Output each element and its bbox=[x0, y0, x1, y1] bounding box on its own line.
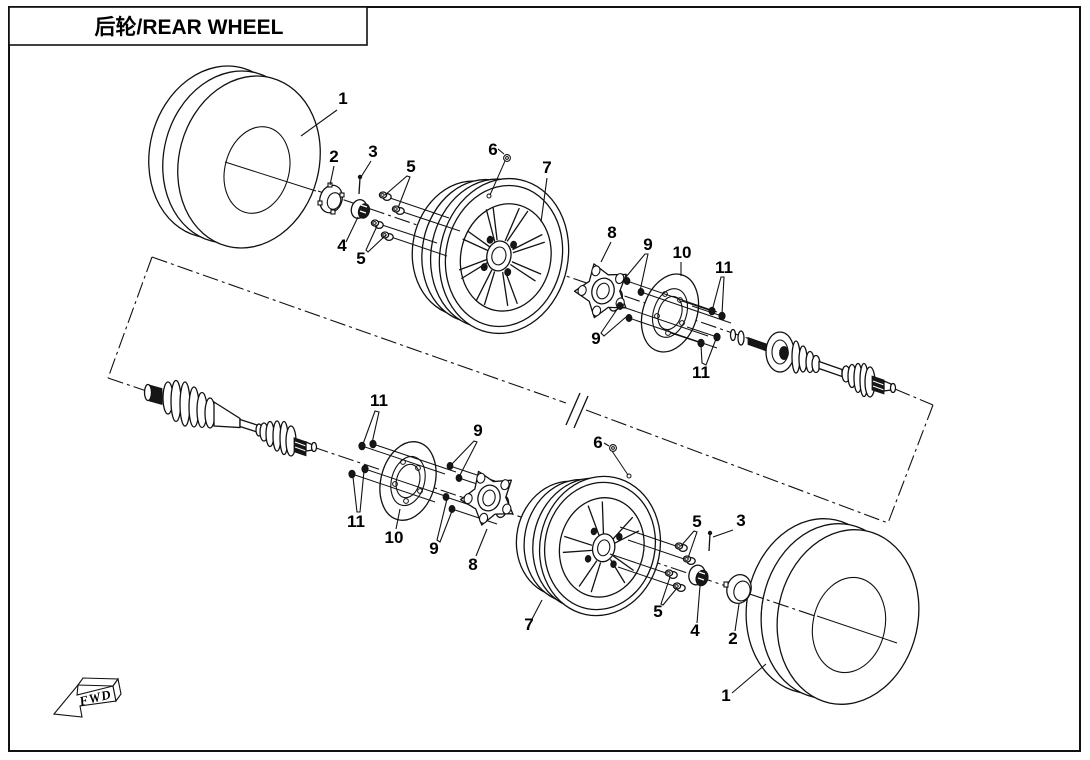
callout-carrier-top: 8 bbox=[607, 223, 616, 242]
lug-nut-guide-lines-top bbox=[381, 197, 461, 257]
hub-cap-top bbox=[317, 182, 345, 215]
circlip bbox=[729, 328, 737, 342]
callout-studs-top-a: 9 bbox=[643, 235, 652, 254]
callout-rim-top: 7 bbox=[542, 158, 551, 177]
lug-nut-guide-lines-bottom bbox=[609, 526, 685, 587]
disc-bolts-bottom bbox=[348, 439, 457, 503]
lug-nuts-top bbox=[370, 191, 405, 242]
callout-hub-cap-bottom: 2 bbox=[728, 629, 737, 648]
wheel-spokes-bottom bbox=[562, 501, 640, 593]
castle-nut-top bbox=[350, 199, 371, 219]
callout-lug-nuts-bottom-a: 5 bbox=[692, 512, 701, 531]
reference-frame bbox=[107, 256, 934, 524]
castle-nut-bottom bbox=[688, 564, 709, 587]
callout-cotter-pin-bottom: 3 bbox=[736, 511, 745, 530]
callout-lug-nuts-top-b: 5 bbox=[356, 249, 365, 268]
lug-nuts-bottom bbox=[664, 542, 696, 593]
fwd-arrow: FWD bbox=[52, 677, 122, 718]
cotter-pin-top bbox=[357, 174, 363, 195]
callout-bolts-bottom-b: 11 bbox=[347, 512, 365, 531]
break-mark-2 bbox=[573, 395, 589, 429]
callout-tire-bottom: 1 bbox=[721, 686, 730, 705]
leader-lines bbox=[300, 109, 767, 694]
hub-carrier-top bbox=[573, 263, 627, 319]
brake-disc-top bbox=[640, 273, 700, 353]
break-mark-1 bbox=[565, 392, 581, 426]
page-border bbox=[8, 6, 1081, 752]
callout-lug-nuts-top-a: 5 bbox=[406, 157, 415, 176]
callout-valve-bottom: 6 bbox=[593, 433, 602, 452]
callout-studs-bottom-a: 9 bbox=[473, 421, 482, 440]
callout-hub-cap-top: 2 bbox=[329, 147, 338, 166]
washer bbox=[737, 330, 745, 346]
callout-bolts-bottom-a: 11 bbox=[370, 391, 388, 410]
fwd-label: FWD bbox=[77, 686, 113, 709]
callout-tire-top: 1 bbox=[338, 89, 347, 108]
cotter-pin-bottom bbox=[707, 530, 713, 552]
callout-rim-bottom: 7 bbox=[524, 615, 533, 634]
callouts-top-group: 1 2 3 5 6 7 4 5 8 9 10 11 9 11 bbox=[329, 89, 733, 382]
callouts-bottom-group: 11 9 11 10 9 8 6 5 3 7 5 4 2 1 bbox=[347, 391, 746, 705]
callout-bolts-top-b: 11 bbox=[692, 363, 710, 382]
brake-disc-bottom bbox=[379, 441, 437, 521]
hub-cap-bottom bbox=[723, 574, 752, 604]
callout-cotter-pin-top: 3 bbox=[368, 142, 377, 161]
callout-disc-bottom: 10 bbox=[385, 528, 404, 547]
wheel-rim-top bbox=[411, 177, 570, 335]
tire-bottom bbox=[745, 518, 920, 705]
axle-centerline-through-tire-bottom bbox=[816, 615, 898, 644]
callout-lug-nuts-bottom-b: 5 bbox=[653, 602, 662, 621]
callout-carrier-bottom: 8 bbox=[468, 555, 477, 574]
callout-studs-bottom-b: 9 bbox=[429, 539, 438, 558]
drive-shaft-top bbox=[729, 328, 897, 398]
callout-castle-nut-bottom: 4 bbox=[690, 621, 700, 640]
callout-disc-top: 10 bbox=[673, 243, 692, 262]
valve-stem-top bbox=[486, 154, 511, 199]
page-title: 后轮/REAR WHEEL bbox=[95, 15, 284, 39]
valve-stem-bottom bbox=[609, 444, 632, 479]
callout-castle-nut-top: 4 bbox=[337, 236, 347, 255]
axle-centerline-through-tire-top bbox=[224, 161, 317, 192]
callout-studs-top-b: 9 bbox=[591, 329, 600, 348]
callout-bolts-top-a: 11 bbox=[715, 258, 733, 277]
tire-top bbox=[148, 65, 321, 249]
disc-bolts-top bbox=[670, 300, 726, 348]
title-box bbox=[8, 6, 368, 46]
drive-shaft-bottom bbox=[143, 379, 318, 457]
hub-carrier-bottom bbox=[459, 470, 514, 526]
wheel-rim-bottom bbox=[515, 475, 662, 617]
callout-valve-top: 6 bbox=[488, 140, 497, 159]
